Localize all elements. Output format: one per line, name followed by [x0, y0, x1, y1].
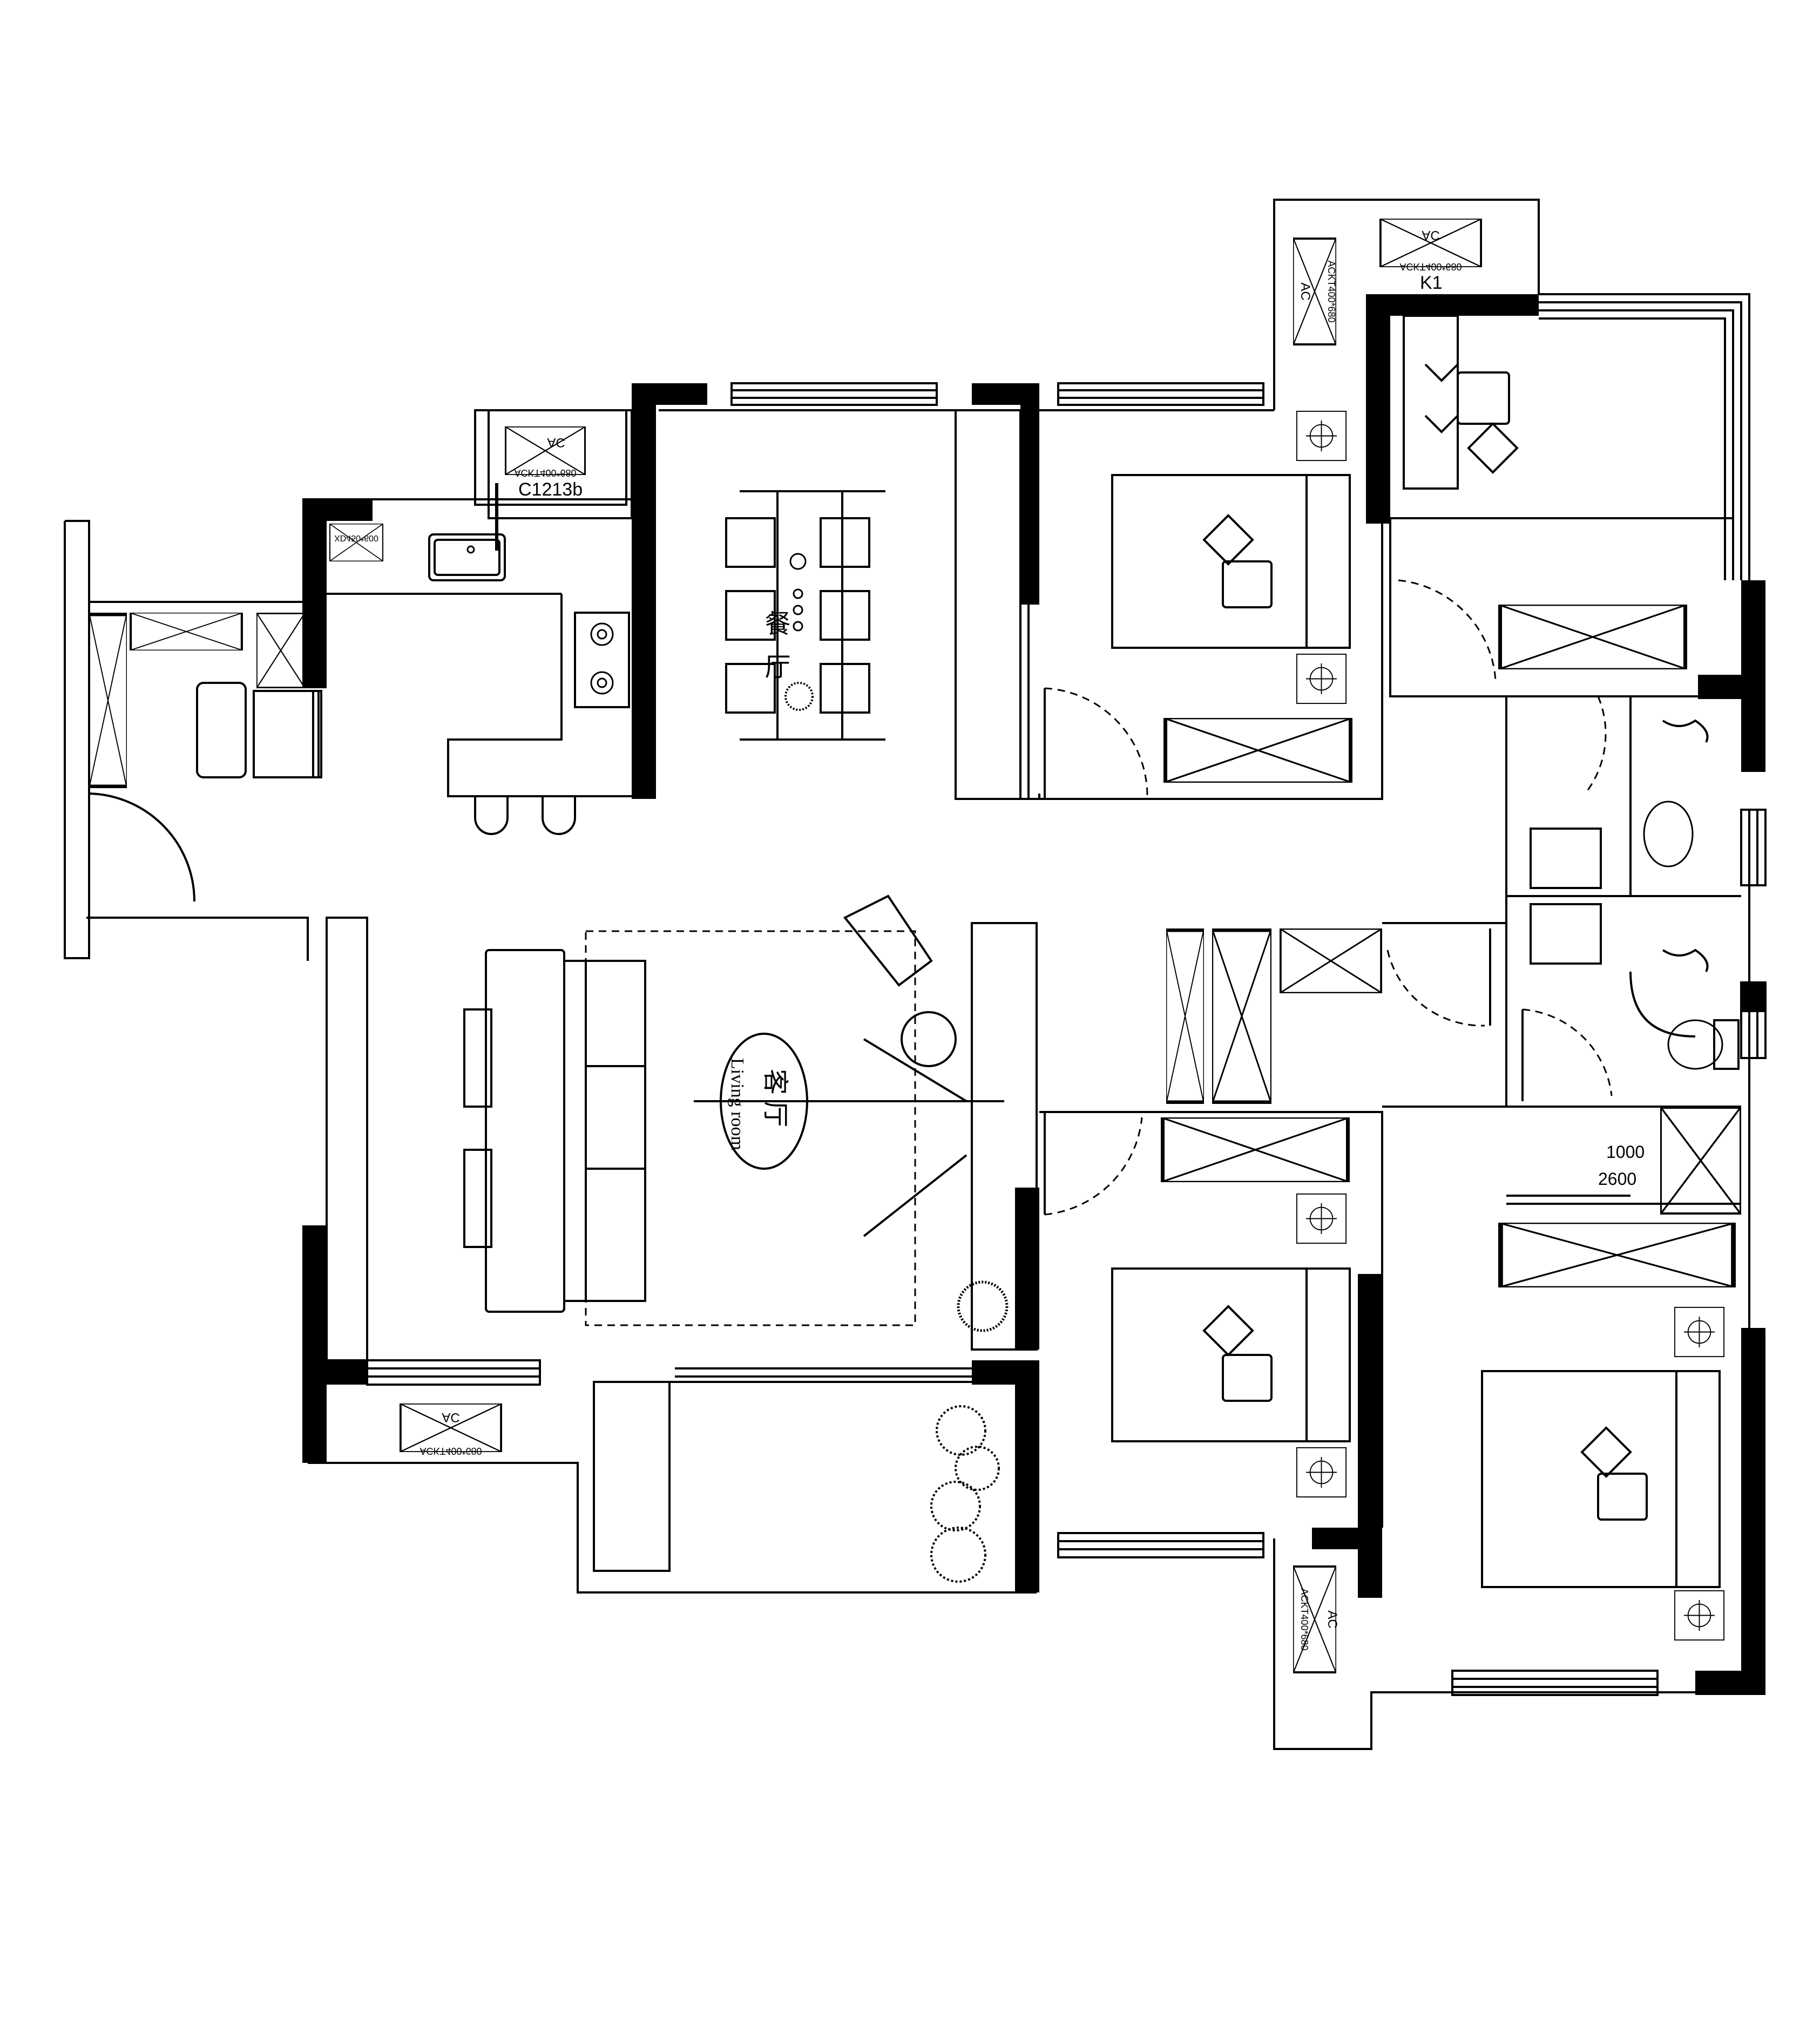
- ac-label-top-right: AC: [1422, 228, 1439, 242]
- dimension-1000: 1000: [1606, 1142, 1645, 1162]
- living-furniture: [463, 894, 1004, 1326]
- walls: [302, 294, 1765, 1695]
- living-room-label-zh: 客 厅: [761, 1069, 789, 1127]
- dining-table: [725, 490, 885, 741]
- windows: [366, 293, 1767, 1696]
- window-tag-k1: K1: [1420, 273, 1443, 293]
- hood-spec: XD450*600: [334, 533, 378, 543]
- bath-fixtures: [1530, 719, 1740, 1070]
- plants: [784, 682, 1009, 1583]
- beds: [1111, 315, 1725, 1641]
- ac-label-kitchen: AC: [547, 435, 565, 450]
- ac-spec-top-left-vertical: ACKT400*680: [1326, 260, 1337, 322]
- ac-units: [329, 219, 1482, 1673]
- ac-label-living-balcony: AC: [442, 1410, 459, 1425]
- ac-label-top-left-vertical: AC: [1298, 282, 1312, 300]
- outer-outline: [64, 199, 1750, 1750]
- dining-room-label: 餐 厅: [761, 610, 790, 684]
- ac-spec-bottom-vertical: ACKT400*680: [1299, 1588, 1310, 1650]
- living-room-label-en: Living room: [727, 1058, 747, 1150]
- ac-label-bottom-vertical: AC: [1325, 1610, 1339, 1628]
- ac-spec-living-balcony: ACKT400*680: [420, 1446, 482, 1456]
- ac-spec-top-right: ACKT400*680: [1399, 261, 1462, 272]
- window-tag-c1213b: C1213b: [518, 479, 583, 500]
- kitchen-fixtures: [196, 483, 630, 835]
- ac-spec-kitchen: ACKT400*680: [514, 467, 576, 478]
- labels: 餐 厅 客 厅 Living room C1213b K1 1000 2600 …: [334, 228, 1645, 1651]
- doors: [88, 579, 1613, 1216]
- dimension-2600: 2600: [1598, 1169, 1636, 1189]
